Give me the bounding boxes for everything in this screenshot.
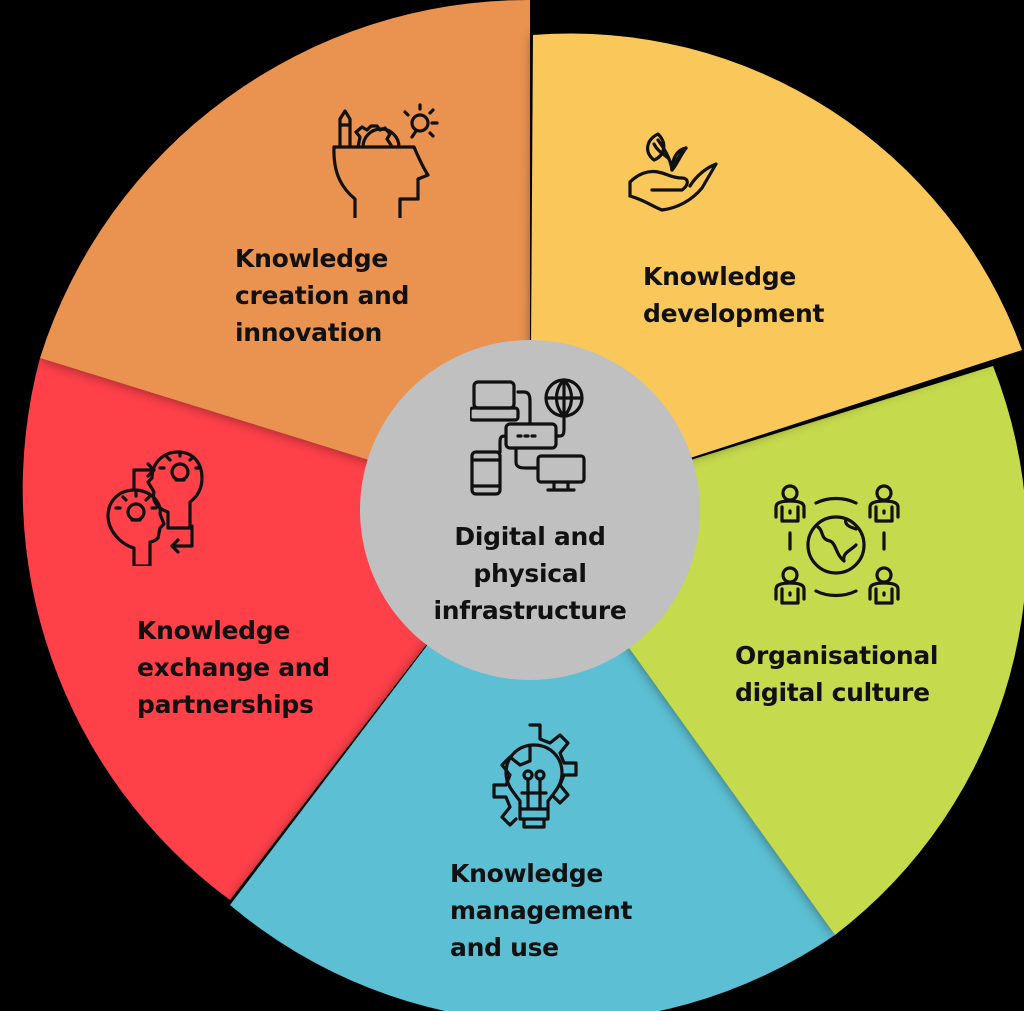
lightbulb-gear-icon	[478, 723, 588, 842]
segment-label-exchange: Knowledge exchange and partnerships	[137, 616, 330, 719]
network-devices-icon	[468, 378, 592, 500]
segment-management	[230, 510, 835, 1011]
segment-label-creation: Knowledge creation and innovation	[235, 244, 410, 347]
people-globe-icon	[772, 483, 902, 612]
segment-label-culture: Organisational digital culture	[735, 641, 939, 707]
segment-creation	[40, 0, 530, 510]
head-gears-ideas-icon	[330, 103, 445, 223]
center-label: Digital and physical infrastructure	[433, 522, 627, 625]
segment-development	[530, 33, 1022, 511]
hand-sprout-icon	[628, 130, 738, 234]
segment-label-development: Knowledge development	[643, 262, 825, 328]
segment-label-management: Knowledge management and use	[450, 859, 633, 962]
center-circle	[360, 340, 700, 680]
heads-exchange-icon	[104, 446, 234, 570]
